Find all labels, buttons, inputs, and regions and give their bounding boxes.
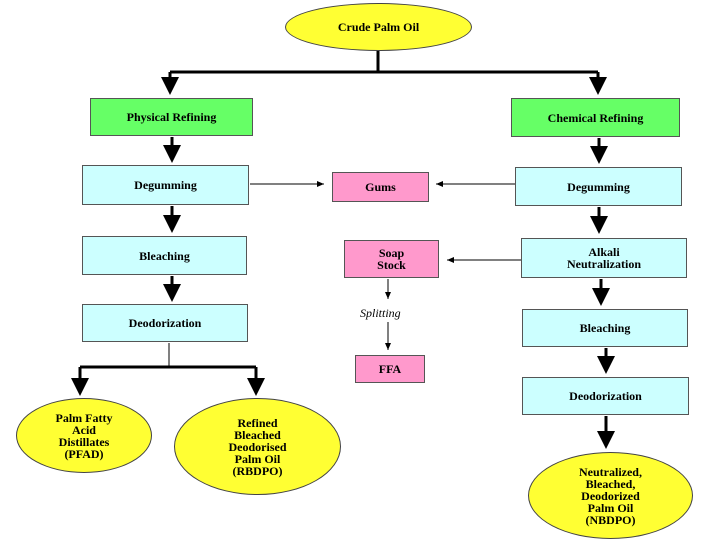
node-bleaching-right: Bleaching [522, 309, 688, 347]
node-ffa: FFA [355, 355, 425, 383]
node-soap-stock: Soap Stock [344, 240, 439, 278]
node-deodorization-right: Deodorization [522, 377, 689, 415]
node-physical-refining: Physical Refining [90, 98, 253, 136]
node-pfad: Palm Fatty Acid Distillates (PFAD) [16, 398, 152, 473]
label-splitting: Splitting [360, 306, 401, 320]
node-gums: Gums [332, 172, 429, 202]
node-degumming-left: Degumming [82, 165, 249, 205]
node-chemical-refining: Chemical Refining [511, 98, 680, 137]
node-nbdpo: Neutralized, Bleached, Deodorized Palm O… [528, 452, 693, 539]
node-alkali-neutralization: Alkali Neutralization [521, 238, 687, 278]
node-bleaching-left: Bleaching [82, 236, 247, 275]
node-degumming-right: Degumming [515, 167, 682, 206]
node-crude-palm-oil: Crude Palm Oil [285, 3, 472, 51]
node-rbdpo: Refined Bleached Deodorised Palm Oil (RB… [174, 398, 341, 495]
node-deodorization-left: Deodorization [82, 304, 248, 342]
